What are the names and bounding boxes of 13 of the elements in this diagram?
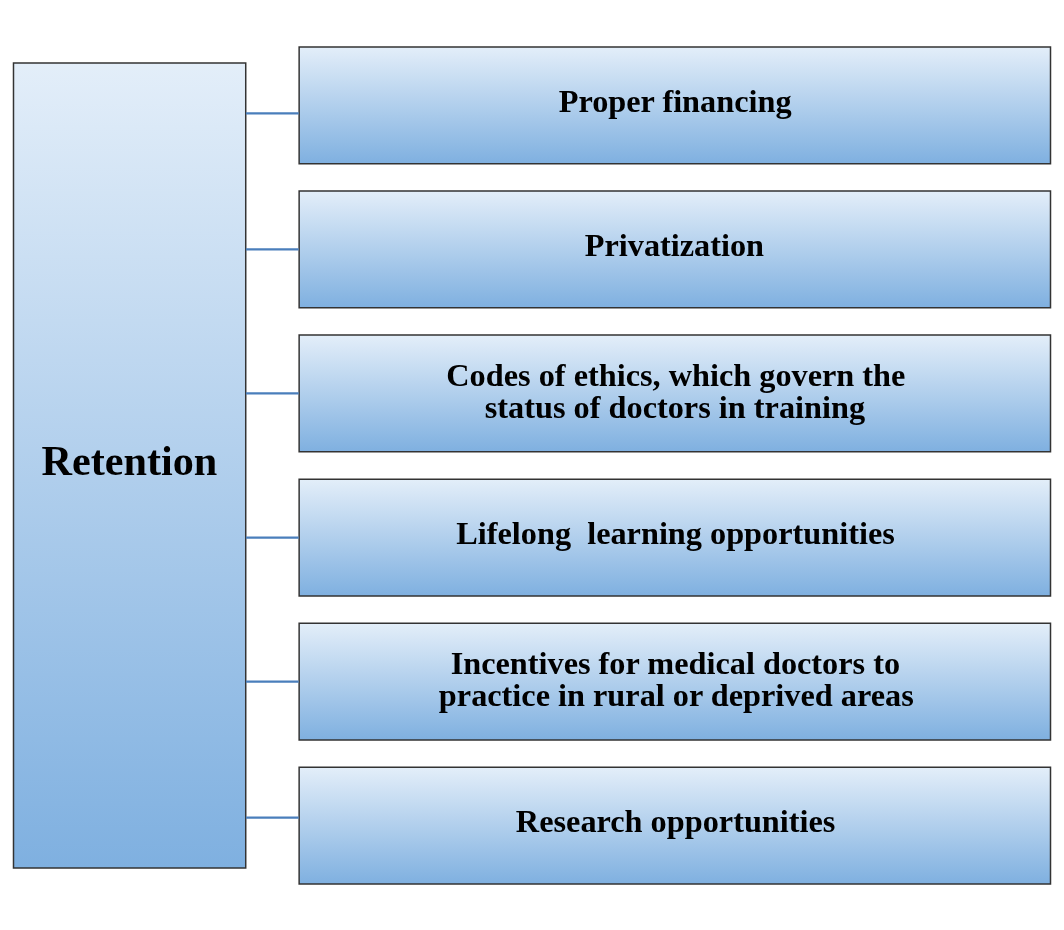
node-box: Retention xyxy=(12,61,247,869)
connector xyxy=(245,111,299,115)
connector xyxy=(245,391,299,395)
connector xyxy=(245,680,299,683)
node-box: Research opportunities xyxy=(298,766,1052,885)
node-box: Codes of ethics, which govern the status of doctors in training xyxy=(298,333,1052,453)
node-box: Lifelong learning opportunities xyxy=(298,477,1052,597)
connector xyxy=(245,247,299,250)
connector xyxy=(245,535,299,539)
node-box: Privatization xyxy=(298,189,1052,308)
node-box: Incentives for medical doctors to practice in rural or deprived areas xyxy=(298,622,1052,741)
node-box: Proper financing xyxy=(298,45,1052,164)
connector xyxy=(245,815,299,819)
